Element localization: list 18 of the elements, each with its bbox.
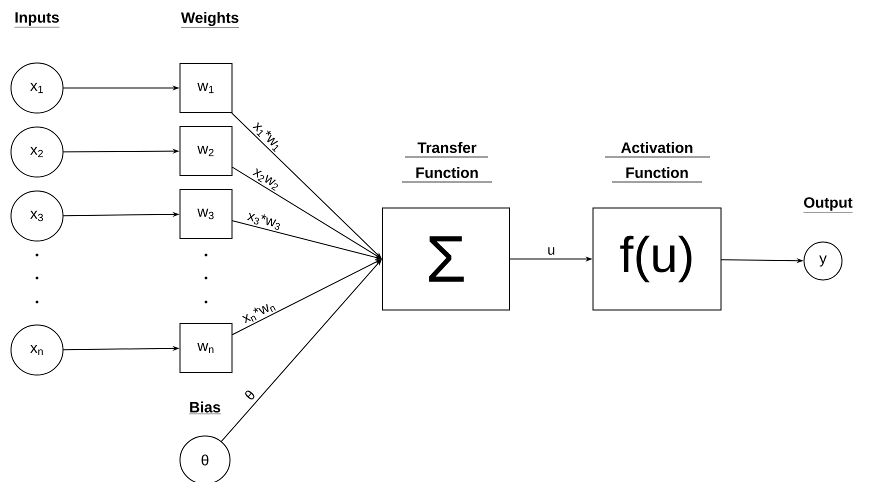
heading: Bias [188,402,222,414]
weight-box: w$_{2}$ [180,126,232,176]
weight-box: w$_{3}$ [180,189,232,239]
heading: Output [803,197,853,212]
summation-box: Σ [382,208,510,310]
heading: Inputs [14,12,60,28]
heading: Activation Function [621,142,692,178]
edge-label: θ [245,390,254,400]
edge-label: x$_{n}$*w$_{n}$ [242,304,276,324]
edge-label: x$_{3}$*w$_{3}$ [246,212,280,230]
heading: Transfer Function [416,142,478,178]
weight-box: w$_{n}$ [180,323,232,373]
edge-label: x$_{1}$*w$_{1}$ [252,122,278,152]
weight-box: w$_{1}$ [180,63,232,113]
activation-box: f(u) [592,208,722,310]
edge-label: u [548,247,554,255]
edge-label: x$_{2}$w$_{2}$ [252,168,278,191]
heading: Weights [180,12,240,28]
